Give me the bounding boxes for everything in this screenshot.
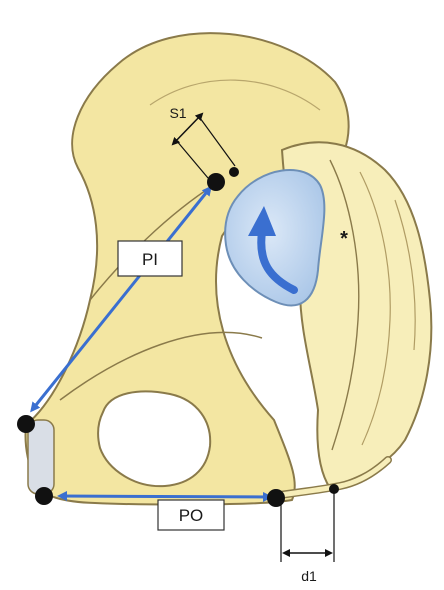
pubic-symphysis bbox=[28, 420, 54, 494]
sacral-marker: * bbox=[340, 228, 348, 250]
coccyx-segment-dot bbox=[329, 484, 339, 494]
pubic-upper-dot bbox=[17, 415, 35, 433]
coccyx-tip-dot bbox=[267, 489, 285, 507]
po-label: PO bbox=[179, 506, 204, 525]
po-arrow bbox=[60, 496, 270, 497]
promontory-edge-dot bbox=[229, 167, 239, 177]
pubic-lower-dot bbox=[35, 487, 53, 505]
s1-label: S1 bbox=[169, 105, 186, 121]
d1-label: d1 bbox=[301, 568, 317, 584]
pi-label: PI bbox=[142, 250, 158, 269]
sacral-promontory-dot bbox=[207, 173, 225, 191]
